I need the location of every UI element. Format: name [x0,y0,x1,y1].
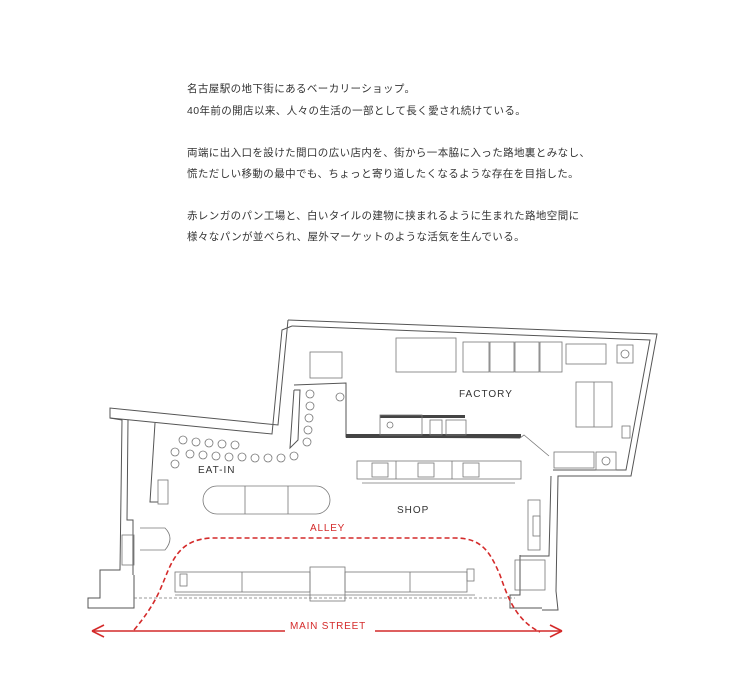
label-main-street: MAIN STREET [290,621,366,632]
factory-equipment [309,337,634,471]
label-shop: SHOP [397,505,429,516]
description-line-5: 赤レンガのパン工場と、白いタイルの建物に挟まれるように生まれた路地空間に [187,210,580,222]
description-line-3: 両端に出入口を設けた間口の広い店内を、街から一本脇に入った路地裏とみなし、 [187,147,591,159]
label-alley: ALLEY [310,523,345,534]
description-line-4: 慌ただしい移動の最中でも、ちょっと寄り道したくなるような存在を目指した。 [187,168,580,180]
description-line-2: 40年前の開店以来、人々の生活の一部として長く愛され続けている。 [187,105,527,117]
shop-counters [356,460,541,551]
description-line-6: 様々なパンが並べられ、屋外マーケットのような活気を生んでいる。 [187,231,526,243]
label-factory: FACTORY [459,389,513,400]
eat-in-seating [121,389,331,566]
description-line-1: 名古屋駅の地下街にあるベーカリーショップ。 [187,83,416,95]
factory-partition [289,382,550,457]
outer-walls [87,319,658,611]
label-eat-in: EAT-IN [198,465,235,476]
alley-route [91,537,563,638]
storefront-displays [134,559,546,602]
